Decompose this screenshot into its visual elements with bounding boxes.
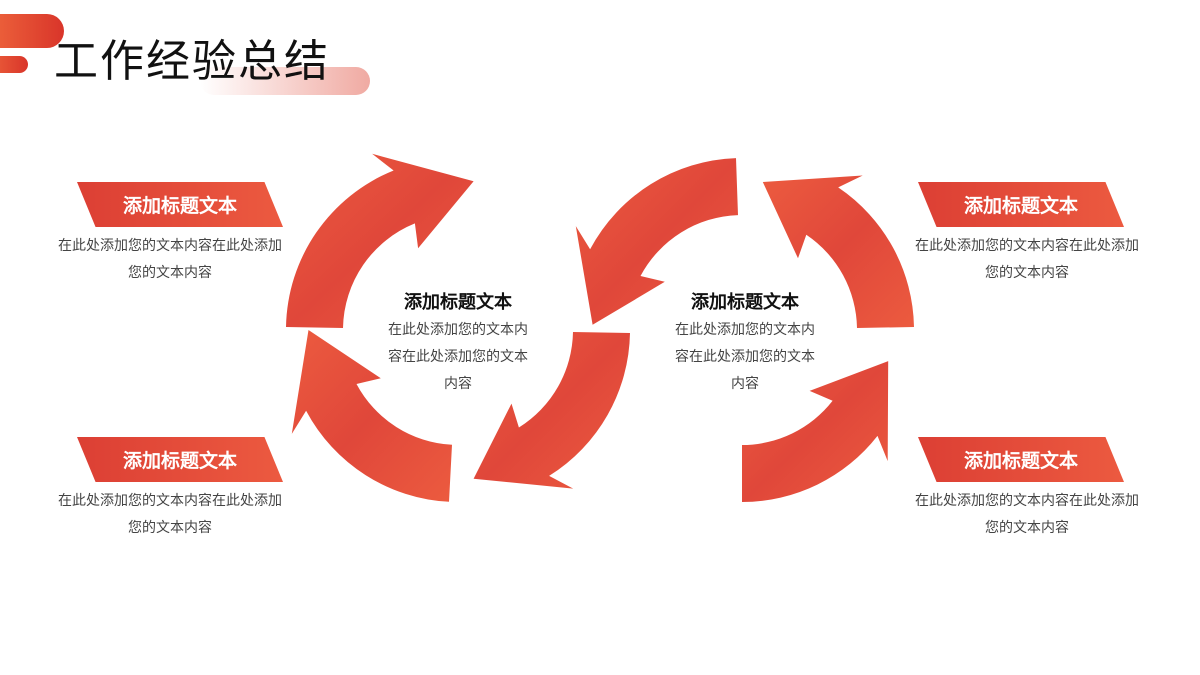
side-title-banner-3: 添加标题文本 bbox=[918, 182, 1124, 227]
title-underline-decoration bbox=[200, 67, 370, 95]
header-decoration-small bbox=[0, 56, 28, 73]
curved-arrow bbox=[762, 175, 914, 328]
center-title-right: 添加标题文本 bbox=[691, 292, 799, 313]
side-title-banner-2: 添加标题文本 bbox=[77, 437, 283, 482]
center-title-left: 添加标题文本 bbox=[404, 292, 512, 313]
center-description-right: 在此处添加您的文本内容在此处添加您的文本内容 bbox=[675, 322, 815, 392]
curved-arrow bbox=[575, 158, 738, 325]
curved-arrow bbox=[742, 361, 889, 502]
page-title: 工作经验总结 bbox=[54, 36, 330, 87]
side-title-banner-1: 添加标题文本 bbox=[77, 182, 283, 227]
side-title-banner-4: 添加标题文本 bbox=[918, 437, 1124, 482]
center-description-left: 在此处添加您的文本内容在此处添加您的文本内容 bbox=[388, 322, 528, 392]
side-description-3: 在此处添加您的文本内容在此处添加您的文本内容 bbox=[915, 238, 1139, 281]
curved-arrow bbox=[286, 153, 474, 328]
curved-arrow bbox=[291, 330, 452, 502]
side-description-4: 在此处添加您的文本内容在此处添加您的文本内容 bbox=[915, 493, 1139, 536]
curved-arrow bbox=[473, 332, 630, 489]
side-description-1: 在此处添加您的文本内容在此处添加您的文本内容 bbox=[58, 238, 282, 281]
side-description-2: 在此处添加您的文本内容在此处添加您的文本内容 bbox=[58, 493, 282, 536]
header-decoration bbox=[0, 14, 64, 48]
